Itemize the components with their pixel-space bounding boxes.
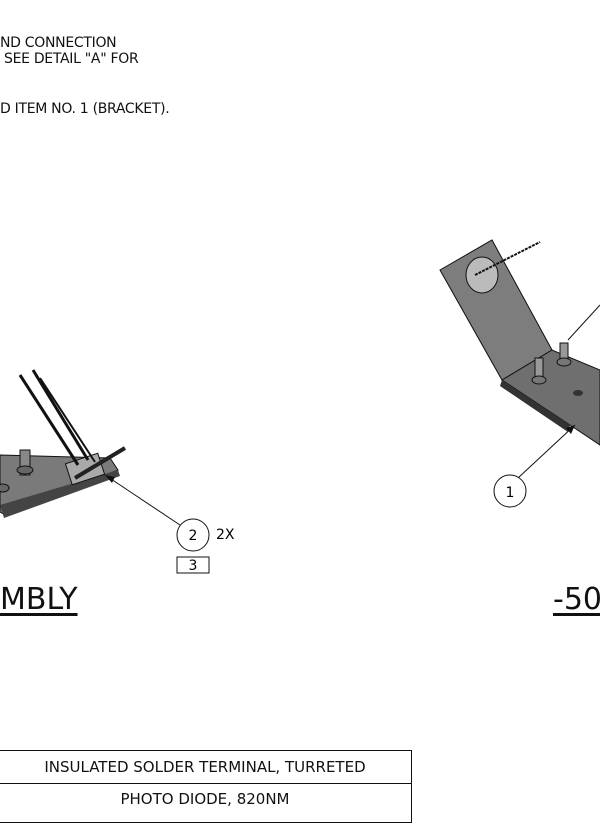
bom-description: PHOTO DIODE, 820NM	[0, 783, 412, 823]
bom-description: INSULATED SOLDER TERMINAL, TURRETED	[0, 750, 412, 784]
note-line-3: D ITEM NO. 1 (BRACKET).	[0, 101, 170, 117]
balloon-item-2-label: 2	[189, 528, 198, 544]
bom-row: PHOTO DIODE, 820NM	[0, 783, 412, 823]
bill-of-materials: INSULATED SOLDER TERMINAL, TURRETED PHOT…	[0, 750, 412, 823]
bom-row: INSULATED SOLDER TERMINAL, TURRETED	[0, 750, 412, 784]
balloon-item-2	[176, 518, 210, 552]
item-2-box-label: 3	[189, 558, 198, 574]
left-view-title: MBLY	[0, 582, 78, 617]
note-line-2: SEE DETAIL "A" FOR	[4, 51, 139, 67]
right-view-title: -50	[553, 582, 600, 617]
left-assembly-view	[0, 369, 181, 526]
balloon-item-1	[493, 474, 527, 508]
balloon-item-1-label: 1	[506, 485, 515, 501]
item-2-box	[176, 556, 210, 574]
right-bracket-view	[439, 239, 600, 479]
drawing-views: 2 2X 3 1	[0, 239, 600, 574]
balloon-item-2-qty: 2X	[216, 527, 235, 543]
note-line-1: ND CONNECTION	[0, 35, 117, 51]
